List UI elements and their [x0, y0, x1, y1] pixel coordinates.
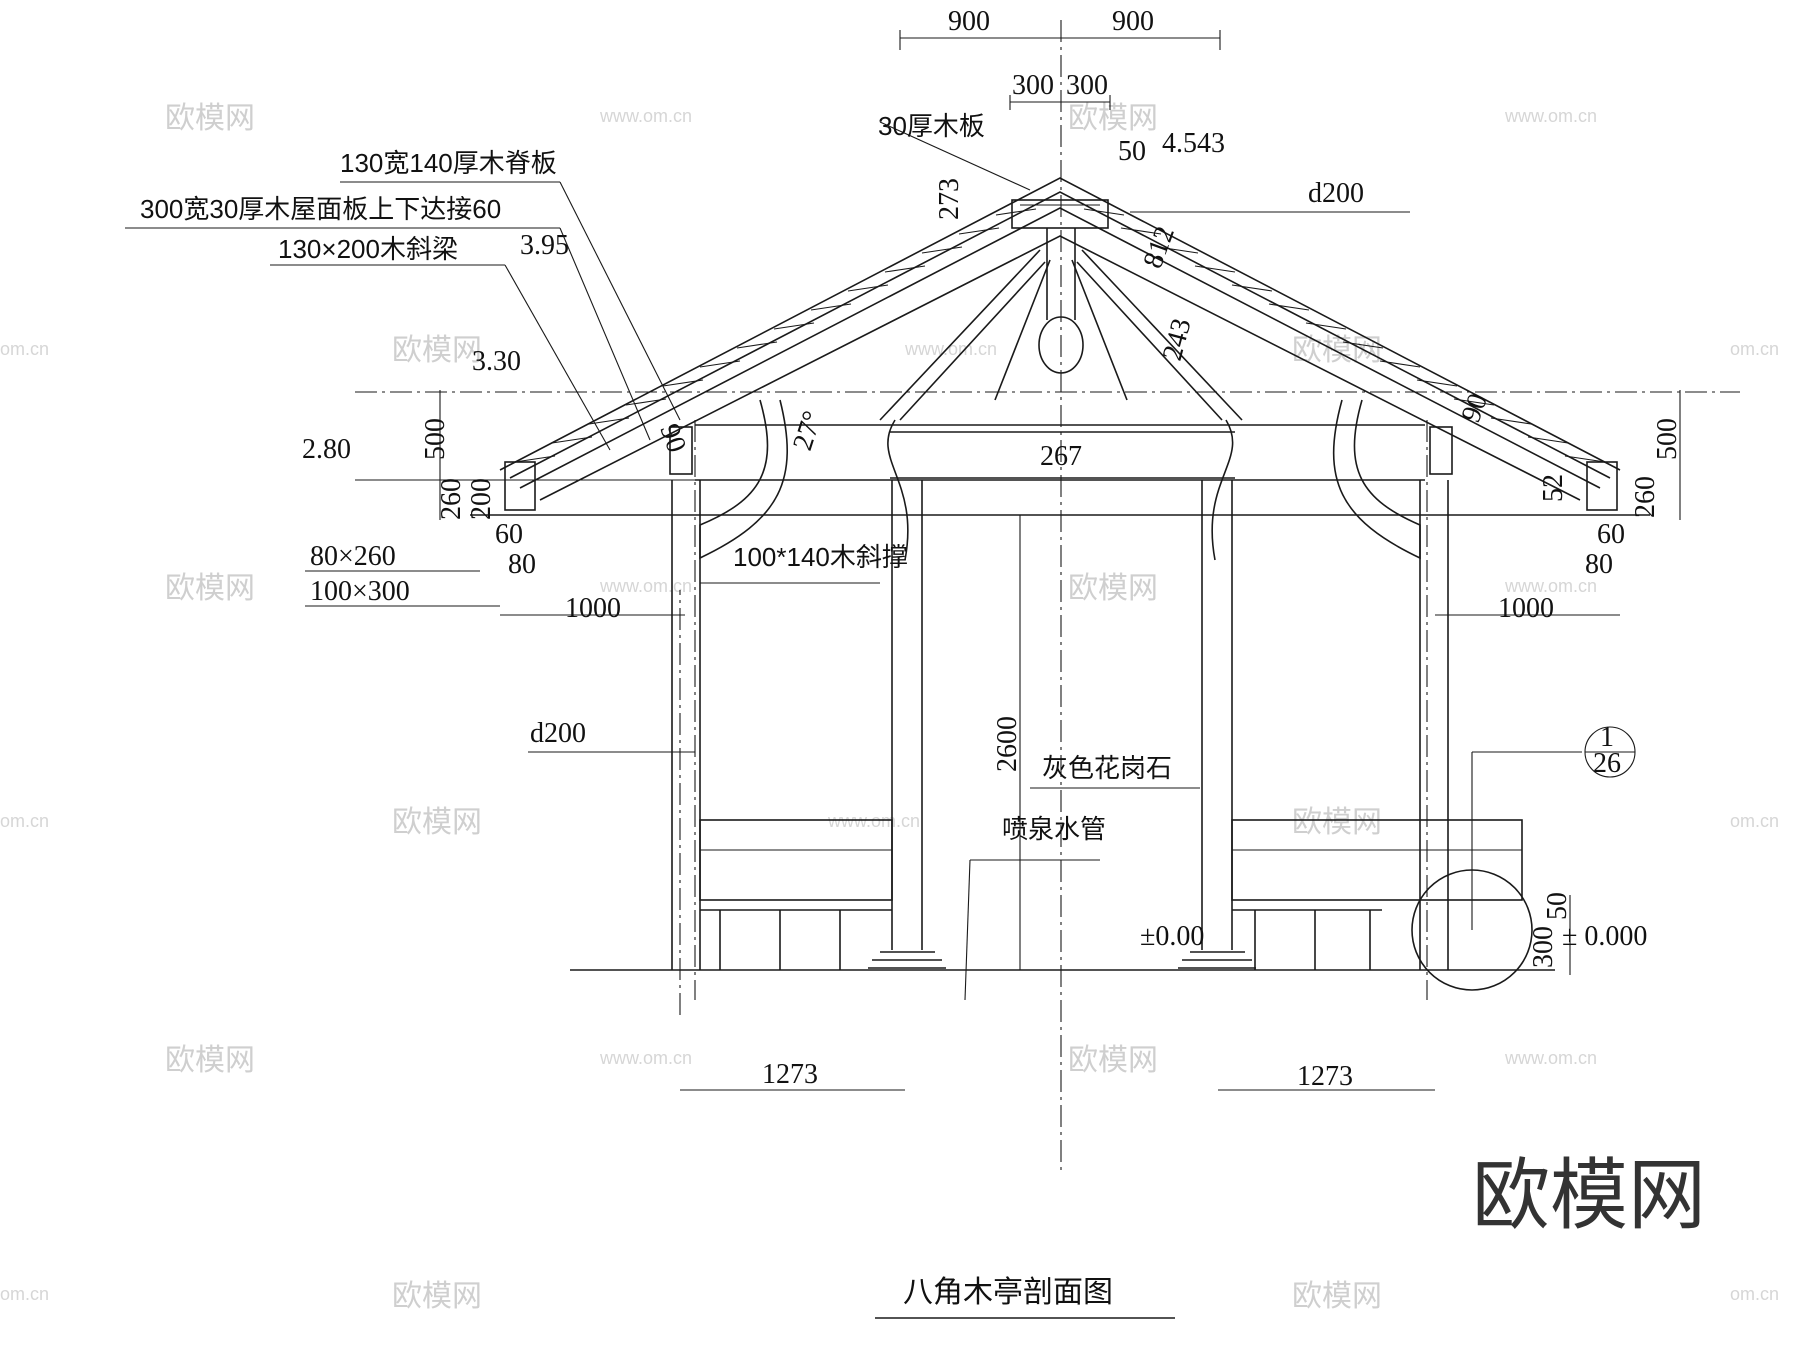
elevation-zero-right: ± 0.000 [1562, 921, 1647, 952]
watermark-brand: 欧模网 [165, 1044, 255, 1077]
dim-ridge-left: 300 [1012, 70, 1054, 101]
angle-27: 27° [787, 407, 829, 454]
centerlines [355, 20, 1740, 1175]
elevation-280: 2.80 [302, 434, 351, 465]
benches [699, 819, 1523, 970]
watermark-url: om.cn [1730, 339, 1779, 359]
dim-ridge-right: 300 [1066, 70, 1108, 101]
dim-80-right: 80 [1585, 549, 1613, 580]
dim-273: 273 [934, 178, 965, 220]
watermark-url: om.cn [1730, 811, 1779, 831]
dim-80-left: 80 [508, 549, 536, 580]
leader-lines [125, 121, 1410, 1001]
label-ridge-board: 130宽140厚木脊板 [340, 148, 557, 178]
detail-sheet: 26 [1593, 748, 1621, 779]
watermark-brand: 欧模网 [1068, 572, 1158, 605]
dim-2600: 2600 [992, 716, 1023, 772]
watermark-brand: 欧模网 [392, 806, 482, 839]
dim-200-left: 200 [466, 478, 497, 520]
label-d200-left: d200 [530, 718, 586, 749]
watermark-url: www.om.cn [1504, 106, 1597, 126]
watermark-url: om.cn [0, 1284, 49, 1304]
dim-1273-left: 1273 [762, 1059, 818, 1090]
label-d200-top: d200 [1308, 178, 1364, 209]
label-beam-80x260: 80×260 [310, 541, 396, 572]
dim-1000-left: 1000 [565, 593, 621, 624]
dim-52: 52 [1538, 474, 1569, 502]
label-beam-100x300: 100×300 [310, 576, 410, 607]
dim-60-right: 60 [1597, 519, 1625, 550]
label-fountain-pipe: 喷泉水管 [1002, 814, 1106, 844]
dim-1000-right: 1000 [1498, 593, 1554, 624]
watermark-url: om.cn [1730, 1284, 1779, 1304]
watermark-brand: 欧模网 [165, 572, 255, 605]
label-brace: 100*140木斜撑 [733, 542, 908, 572]
watermark-brand: 欧模网 [1292, 1280, 1382, 1313]
dim-243: 243 [1157, 315, 1198, 364]
dim-90-right: 90 [1455, 389, 1494, 426]
watermark-url: www.om.cn [1504, 576, 1597, 596]
watermark-brand: 欧模网 [1068, 1044, 1158, 1077]
elevation-330: 3.30 [472, 346, 521, 377]
dim-50: 50 [1118, 136, 1146, 167]
watermark-url: www.om.cn [599, 576, 692, 596]
detail-number: 1 [1600, 722, 1614, 753]
dim-60-left: 60 [495, 519, 523, 550]
roof [499, 177, 1621, 511]
dim-1273-right: 1273 [1297, 1061, 1353, 1092]
elevation-top: 4.543 [1162, 128, 1225, 159]
watermark-url: www.om.cn [827, 811, 920, 831]
watermark-brand: 欧模网 [1068, 102, 1158, 135]
braces [699, 399, 1421, 561]
watermark-layer: 欧模网 欧模网 www.om.cn www.om.cn 欧模网 欧模网 om.c… [0, 102, 1779, 1313]
dimension-lines [439, 30, 1681, 1091]
drawing-title: 八角木亭剖面图 [903, 1276, 1113, 1309]
label-wood-board: 30厚木板 [878, 111, 985, 141]
dim-50-base: 50 [1542, 892, 1573, 920]
dim-500-right: 500 [1652, 418, 1683, 460]
watermark-url: www.om.cn [599, 106, 692, 126]
beams [355, 424, 1650, 516]
watermark-url: om.cn [0, 811, 49, 831]
watermark-url: om.cn [0, 339, 49, 359]
dim-top-left: 900 [948, 6, 990, 37]
dim-500-left: 500 [420, 418, 451, 460]
dim-267: 267 [1040, 441, 1082, 472]
label-rafter: 130×200木斜梁 [278, 234, 458, 264]
dim-300-base: 300 [1528, 926, 1559, 968]
watermark-brand: 欧模网 [392, 334, 482, 367]
label-roof-board: 300宽30厚木屋面板上下达接60 [140, 194, 501, 224]
watermark-brand: 欧模网 [165, 102, 255, 135]
watermark-brand: 欧模网 [1292, 806, 1382, 839]
dim-260-right: 260 [1630, 476, 1661, 518]
brand-logo: 欧模网 [1472, 1151, 1706, 1241]
roof-shingles-right [1083, 208, 1606, 463]
dim-260-left: 260 [436, 478, 467, 520]
watermark-url: www.om.cn [599, 1048, 692, 1068]
label-granite: 灰色花岗石 [1042, 753, 1172, 783]
watermark-brand: 欧模网 [392, 1280, 482, 1313]
watermark-url: www.om.cn [904, 339, 997, 359]
dim-812: 812 [1137, 222, 1180, 272]
elevation-zero-left: ±0.00 [1140, 921, 1204, 952]
watermark-url: www.om.cn [1504, 1048, 1597, 1068]
roof-shingles-left [514, 208, 1037, 463]
dim-top-right: 900 [1112, 6, 1154, 37]
elevation-395: 3.95 [520, 230, 569, 261]
